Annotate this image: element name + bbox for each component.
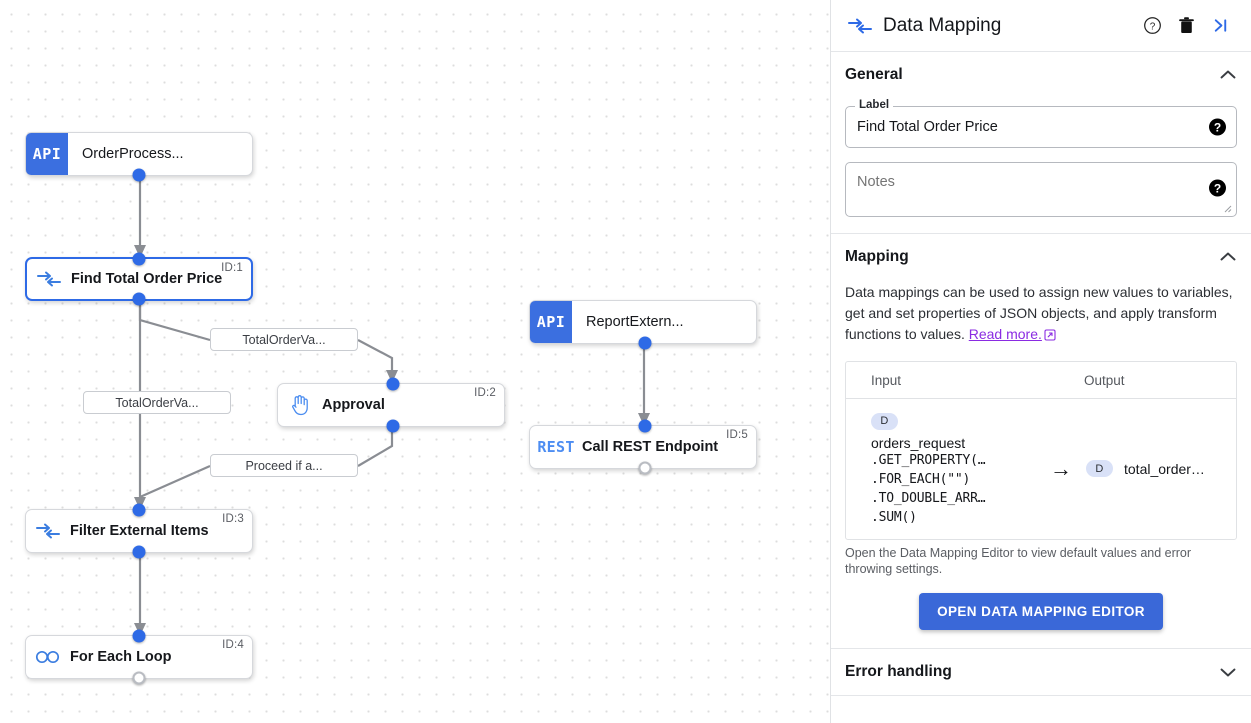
- label-field-legend: Label: [855, 99, 894, 111]
- section-mapping: Mapping Data mappings can be used to ass…: [831, 234, 1251, 649]
- edge-connectors: [134, 176, 650, 636]
- open-editor-button-wrapper: OPEN DATA MAPPING EDITOR: [845, 577, 1237, 648]
- node-id-tag: ID:5: [726, 429, 748, 441]
- node-find-total-order-price[interactable]: Find Total Order Price ID:1: [25, 252, 253, 306]
- notes-field-wrapper: ?: [845, 162, 1237, 217]
- input-type-badge: D: [871, 412, 898, 430]
- input-transform-2: .FOR_EACH(""): [871, 471, 971, 487]
- section-general: General Label ? ?: [831, 52, 1251, 234]
- section-error-handling-header[interactable]: Error handling: [845, 649, 1237, 695]
- node-call-rest-endpoint[interactable]: REST Call REST Endpoint ID:5: [529, 419, 757, 475]
- node-report-external[interactable]: API ReportExtern...: [529, 300, 757, 350]
- help-circle-icon[interactable]: ?: [1135, 9, 1169, 43]
- data-mapping-icon: [26, 523, 70, 539]
- chevron-up-icon[interactable]: [1219, 69, 1237, 81]
- node-output-port[interactable]: [132, 671, 146, 685]
- edge-label[interactable]: TotalOrderVa...: [83, 391, 231, 414]
- mapping-arrow-icon: →: [1050, 455, 1072, 481]
- section-title: General: [845, 66, 903, 83]
- node-label: For Each Loop: [70, 649, 172, 665]
- mapping-description-text: Data mappings can be used to assign new …: [845, 284, 1233, 342]
- api-badge: API: [26, 133, 68, 175]
- node-output-port[interactable]: [386, 419, 400, 433]
- external-link-icon[interactable]: [1044, 326, 1056, 347]
- api-badge: API: [530, 301, 572, 343]
- node-label: Approval: [322, 397, 385, 413]
- output-type-badge: D: [1086, 460, 1113, 478]
- notes-textarea[interactable]: [846, 163, 1236, 211]
- properties-panel: Data Mapping ? General Label ?: [830, 0, 1251, 723]
- edge-label[interactable]: TotalOrderVa...: [210, 328, 358, 351]
- node-id-tag: ID:1: [221, 262, 243, 274]
- node-label: Filter External Items: [70, 523, 209, 539]
- node-input-port[interactable]: [386, 377, 400, 391]
- read-more-link[interactable]: Read more.: [968, 326, 1042, 342]
- node-input-port[interactable]: [638, 419, 652, 433]
- node-input-port[interactable]: [132, 252, 146, 266]
- section-title: Error handling: [845, 662, 952, 680]
- panel-header: Data Mapping ?: [831, 0, 1251, 52]
- node-input-port[interactable]: [132, 629, 146, 643]
- panel-title: Data Mapping: [883, 14, 1002, 36]
- node-filter-external-items[interactable]: Filter External Items ID:3: [25, 503, 253, 559]
- data-mapping-icon: [845, 18, 875, 34]
- mapping-table-note: Open the Data Mapping Editor to view def…: [845, 545, 1192, 576]
- node-output-port[interactable]: [132, 545, 146, 559]
- input-variable-name: orders_request: [871, 434, 966, 451]
- node-output-port[interactable]: [132, 292, 146, 306]
- node-id-tag: ID:2: [474, 387, 496, 399]
- node-output-port[interactable]: [638, 461, 652, 475]
- open-data-mapping-editor-button[interactable]: OPEN DATA MAPPING EDITOR: [919, 592, 1163, 630]
- node-output-port[interactable]: [132, 168, 146, 182]
- data-mapping-icon: [27, 271, 71, 287]
- section-mapping-header[interactable]: Mapping: [845, 234, 1237, 280]
- mapping-description: Data mappings can be used to assign new …: [845, 280, 1237, 361]
- rest-icon: REST: [537, 438, 575, 456]
- section-general-header[interactable]: General: [845, 52, 1237, 98]
- mapping-table: Input Output D orders_request .GET_PROPE…: [845, 361, 1237, 540]
- input-transform-3: .TO_DOUBLE_ARR…: [871, 490, 986, 506]
- hand-icon: [278, 394, 322, 416]
- column-header-input: Input: [871, 372, 902, 388]
- label-help-icon[interactable]: ?: [1209, 118, 1226, 136]
- mapping-table-row[interactable]: D orders_request .GET_PROPERTY(… .FOR_EA…: [846, 399, 1236, 539]
- node-input-port[interactable]: [132, 503, 146, 517]
- node-label: ReportExtern...: [586, 314, 684, 330]
- input-transform-4: .SUM(): [871, 509, 917, 525]
- loop-icon: [26, 650, 70, 664]
- chevron-up-icon[interactable]: [1219, 251, 1237, 263]
- edge-label[interactable]: Proceed if a...: [210, 454, 358, 477]
- output-variable-name: total_order…: [1124, 460, 1205, 477]
- node-id-tag: ID:4: [222, 639, 244, 651]
- node-approval[interactable]: Approval ID:2: [277, 377, 505, 433]
- collapse-panel-icon[interactable]: [1203, 9, 1237, 43]
- node-label: Find Total Order Price: [71, 271, 223, 287]
- section-error-handling: Error handling: [831, 649, 1251, 696]
- node-id-tag: ID:3: [222, 513, 244, 525]
- mapping-input-cell: D orders_request .GET_PROPERTY(… .FOR_EA…: [846, 399, 1036, 539]
- column-header-output: Output: [1084, 372, 1125, 388]
- label-input[interactable]: [846, 107, 1236, 147]
- resize-grip-icon[interactable]: [1222, 203, 1232, 213]
- section-title: Mapping: [845, 248, 909, 265]
- notes-help-icon[interactable]: ?: [1209, 179, 1226, 197]
- mapping-output-cell: D total_order…: [1086, 460, 1236, 478]
- node-for-each-loop[interactable]: For Each Loop ID:4: [25, 629, 253, 685]
- workflow-canvas[interactable]: API OrderProcess... Find Total Order Pri…: [0, 0, 830, 723]
- svg-text:?: ?: [1149, 22, 1155, 33]
- trash-icon[interactable]: [1169, 9, 1203, 43]
- mapping-table-header: Input Output: [846, 362, 1236, 399]
- node-label: Call REST Endpoint: [582, 439, 719, 455]
- chevron-down-icon[interactable]: [1219, 666, 1237, 678]
- node-label: OrderProcess...: [82, 146, 184, 162]
- node-output-port[interactable]: [638, 336, 652, 350]
- label-field-wrapper: Label ?: [845, 99, 1237, 148]
- node-order-process[interactable]: API OrderProcess...: [25, 132, 253, 182]
- input-transform-1: .GET_PROPERTY(…: [871, 452, 986, 468]
